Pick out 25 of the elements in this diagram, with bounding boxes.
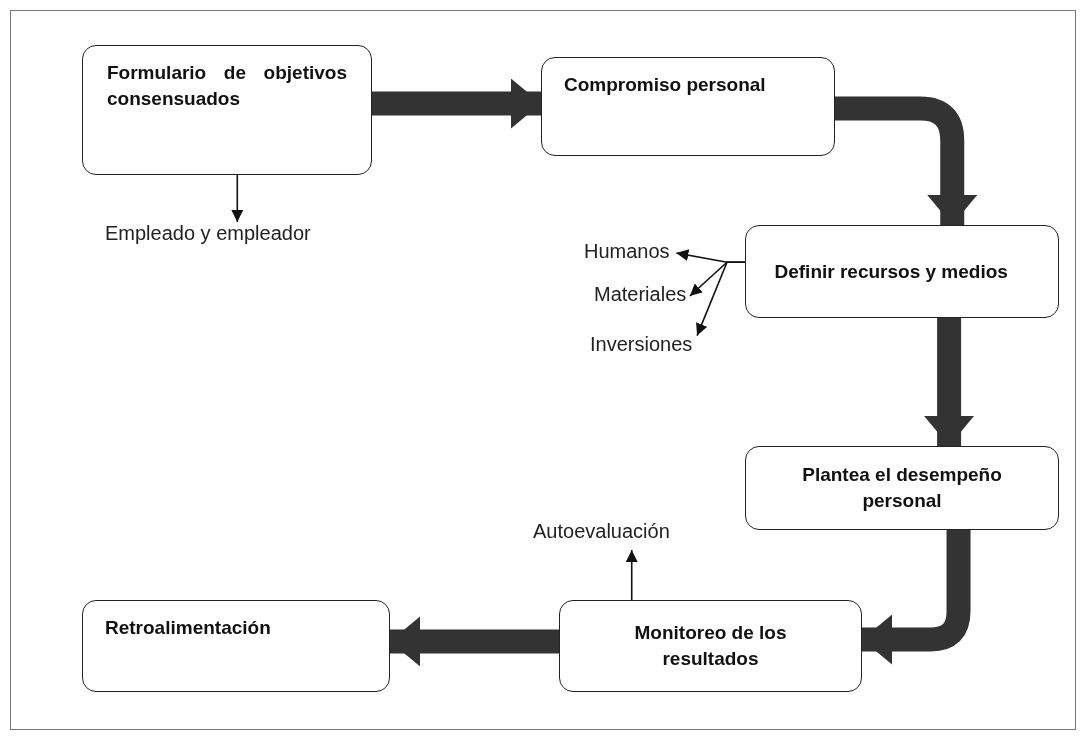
block-arrow	[372, 78, 541, 129]
process-box	[745, 225, 1059, 318]
process-box	[559, 600, 862, 692]
process-box	[82, 600, 390, 692]
arrow	[696, 261, 746, 337]
arrow	[625, 549, 638, 601]
box-label: Definir recursos y medios	[774, 259, 1009, 284]
label-text: Materiales	[594, 283, 687, 306]
box-label: Compromiso personal	[564, 73, 767, 97]
arrow	[231, 174, 244, 223]
box-label: Plantea el desempeño personal	[801, 463, 1003, 513]
block-arrow	[924, 318, 975, 446]
box-label: Formulario de objetivos consensuados	[107, 61, 347, 111]
process-box	[541, 57, 835, 156]
box-label: Retroalimentación	[105, 616, 272, 640]
process-box	[745, 446, 1059, 530]
label-text: Humanos	[584, 240, 670, 263]
process-box	[82, 45, 372, 175]
label-text: Autoevaluación	[533, 520, 670, 543]
box-label: Monitoreo de los resultados	[633, 621, 788, 671]
label-text: Inversiones	[590, 333, 693, 356]
block-arrow	[390, 616, 559, 667]
block-arrow	[862, 530, 971, 665]
block-arrow	[835, 96, 978, 225]
label-text: Empleado y empleador	[105, 222, 311, 245]
